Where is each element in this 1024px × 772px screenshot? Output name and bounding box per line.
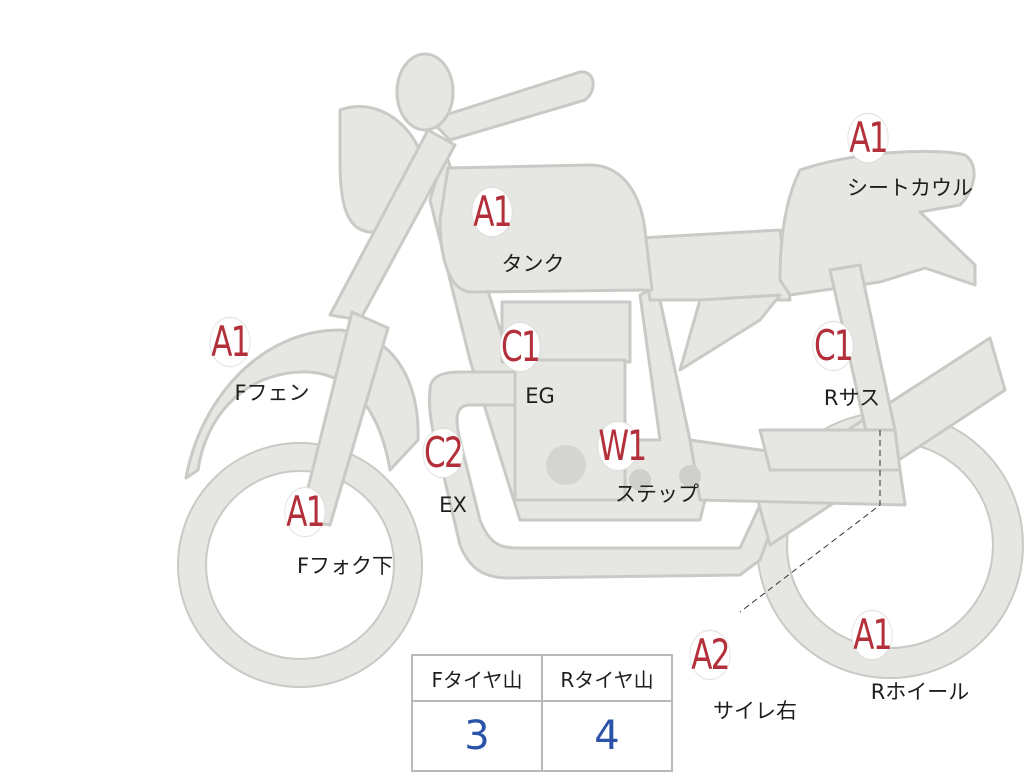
step-label: ステップ [615, 482, 699, 506]
rear-suspension-label: Rサス [823, 386, 881, 410]
rear-tire-value: 4 [541, 700, 673, 772]
silencer-right-grade-marker: A2 [689, 630, 731, 680]
silencer-right-label: サイレ右 [713, 699, 797, 723]
tank-grade-marker: A1 [471, 187, 513, 237]
front-tire-header: Fタイヤ山 [411, 654, 543, 702]
tire-tread-table: Fタイヤ山 Rタイヤ山 3 4 [411, 654, 673, 772]
tank-label: タンク [501, 252, 565, 276]
front-wheel-shape [177, 442, 423, 688]
handlebar-shape [428, 70, 595, 142]
silencer-leader-line [739, 430, 881, 613]
engine-grade-marker: C1 [499, 322, 541, 372]
front-fork-lower-label: Fフォク下 [296, 554, 394, 578]
seat-cowl-label: シートカウル [847, 176, 973, 200]
step-shape [629, 469, 651, 491]
rear-suspension-grade-marker: C1 [812, 321, 854, 371]
exhaust-grade-marker: C2 [422, 428, 464, 478]
front-fender-label: Fフェン [234, 381, 310, 405]
exhaust-label: EX [439, 493, 467, 517]
step-grade-marker: W1 [597, 421, 647, 471]
engine-label: EG [525, 384, 555, 408]
front-fork-lower-grade-marker: A1 [284, 487, 326, 537]
rear-tire-header: Rタイヤ山 [541, 654, 673, 702]
rear-wheel-grade-marker: A1 [851, 610, 893, 660]
seat-cowl-shape [778, 149, 977, 297]
front-fender-grade-marker: A1 [209, 317, 251, 367]
seat-cowl-grade-marker: A1 [847, 113, 889, 163]
rear-wheel-label: Rホイール [870, 680, 970, 704]
front-tire-value: 3 [411, 700, 543, 772]
